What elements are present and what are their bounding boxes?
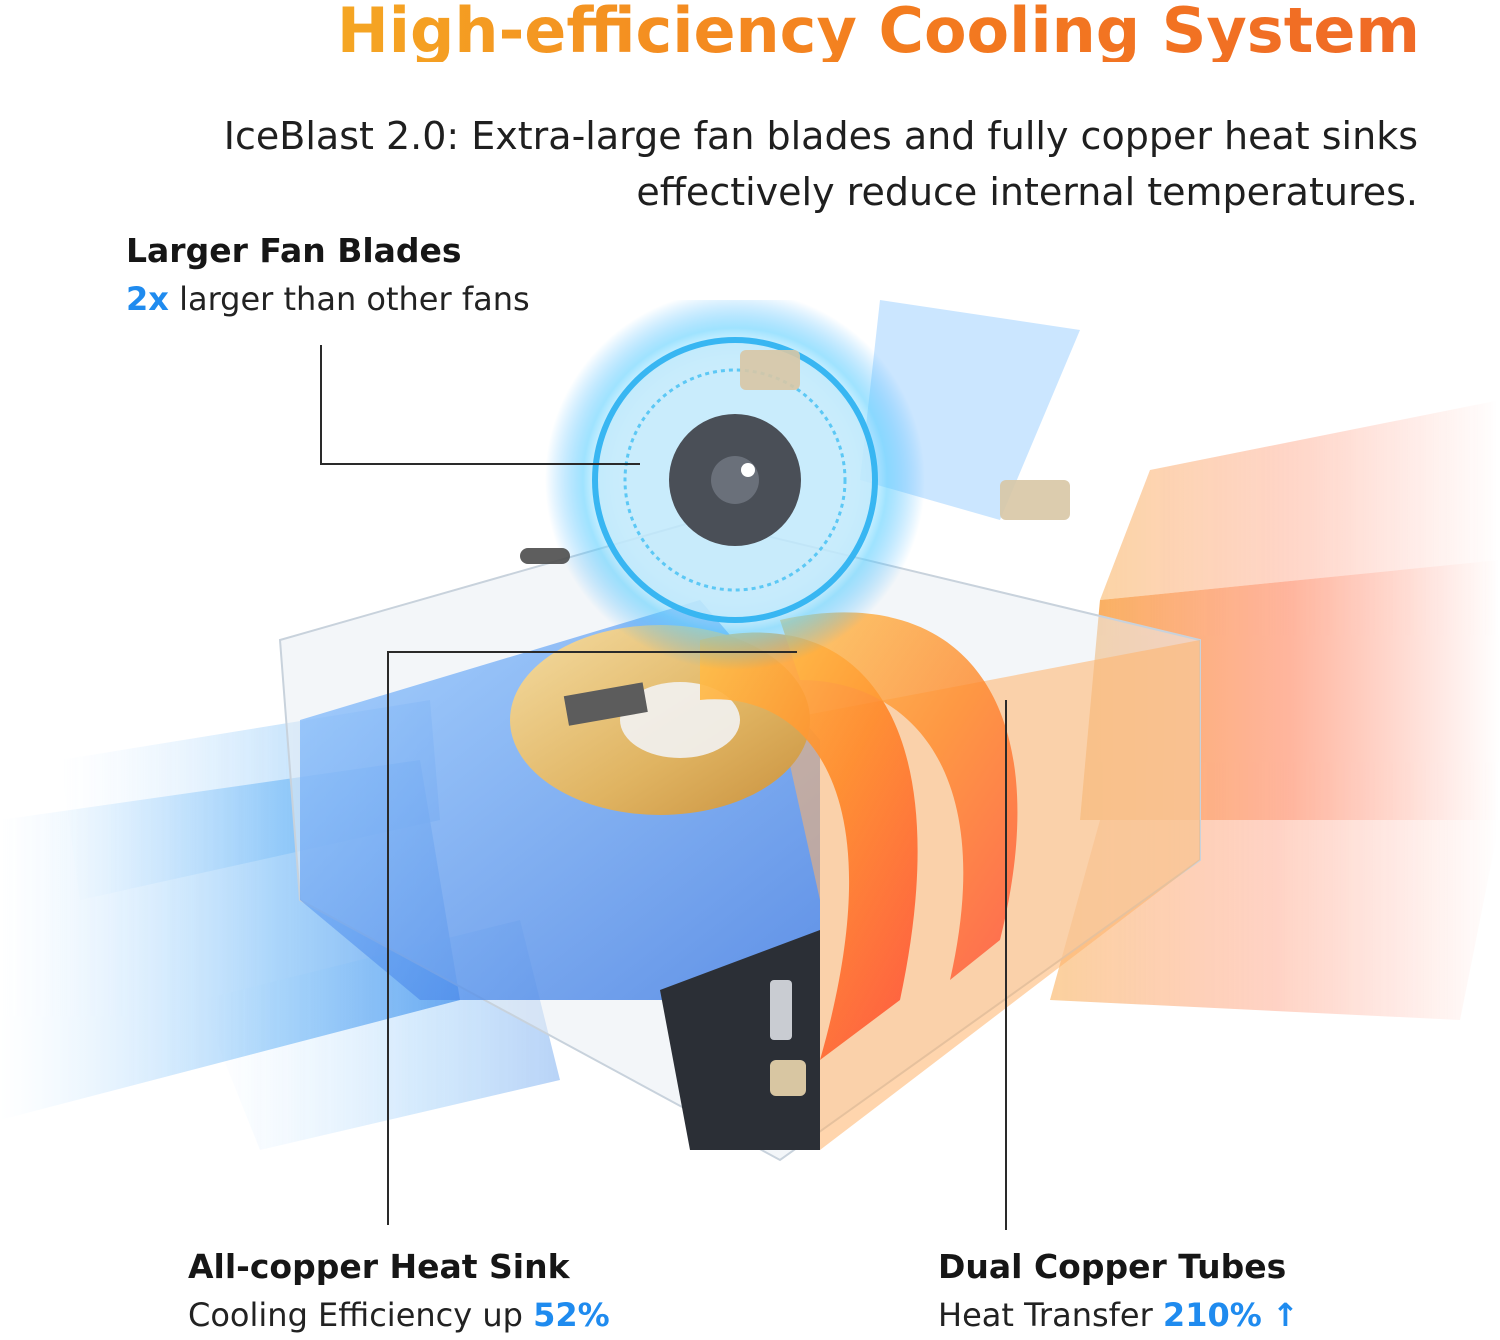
feature-fan-desc: 2x larger than other fans — [126, 274, 530, 324]
callout-lines — [320, 345, 1007, 1230]
feature-heatsink-desc: Cooling Efficiency up 52% — [188, 1290, 610, 1340]
feature-tubes-desc-text: Heat Transfer — [938, 1296, 1163, 1334]
feature-copper-tubes: Dual Copper Tubes Heat Transfer 210% ↑ — [938, 1244, 1299, 1340]
feature-heatsink-title: All-copper Heat Sink — [188, 1247, 570, 1286]
feature-fan-title: Larger Fan Blades — [126, 231, 462, 270]
feature-heatsink-highlight: 52% — [533, 1296, 610, 1334]
feature-fan-blades: Larger Fan Blades 2x larger than other f… — [126, 228, 530, 324]
feature-heatsink-desc-text: Cooling Efficiency up — [188, 1296, 534, 1334]
feature-fan-highlight: 2x — [126, 280, 169, 318]
fan-icon — [545, 300, 925, 670]
subtitle-line-1: IceBlast 2.0: Extra-large fan blades and… — [223, 114, 1418, 158]
feature-fan-desc-text: larger than other fans — [168, 280, 530, 318]
mounting-bracket — [520, 350, 1070, 564]
usb-port-icon — [770, 980, 792, 1040]
feature-tubes-desc: Heat Transfer 210% ↑ — [938, 1290, 1299, 1340]
callout-line-heatsink — [387, 651, 797, 1225]
page-title: High-efficiency Cooling System — [336, 0, 1420, 67]
feature-tubes-highlight: 210% — [1162, 1296, 1262, 1334]
callout-line-fan — [320, 345, 640, 465]
feature-tubes-title: Dual Copper Tubes — [938, 1247, 1287, 1286]
subtitle-line-2: effectively reduce internal temperatures… — [636, 170, 1418, 214]
dc-port-icon — [770, 1060, 806, 1096]
copper-tube-icon — [700, 612, 1018, 1060]
arrow-up-icon: ↑ — [1271, 1296, 1299, 1334]
feature-heat-sink: All-copper Heat Sink Cooling Efficiency … — [188, 1244, 610, 1340]
page-subtitle: IceBlast 2.0: Extra-large fan blades and… — [118, 108, 1418, 220]
mini-pc-cutaway-illustration — [0, 300, 1500, 1230]
